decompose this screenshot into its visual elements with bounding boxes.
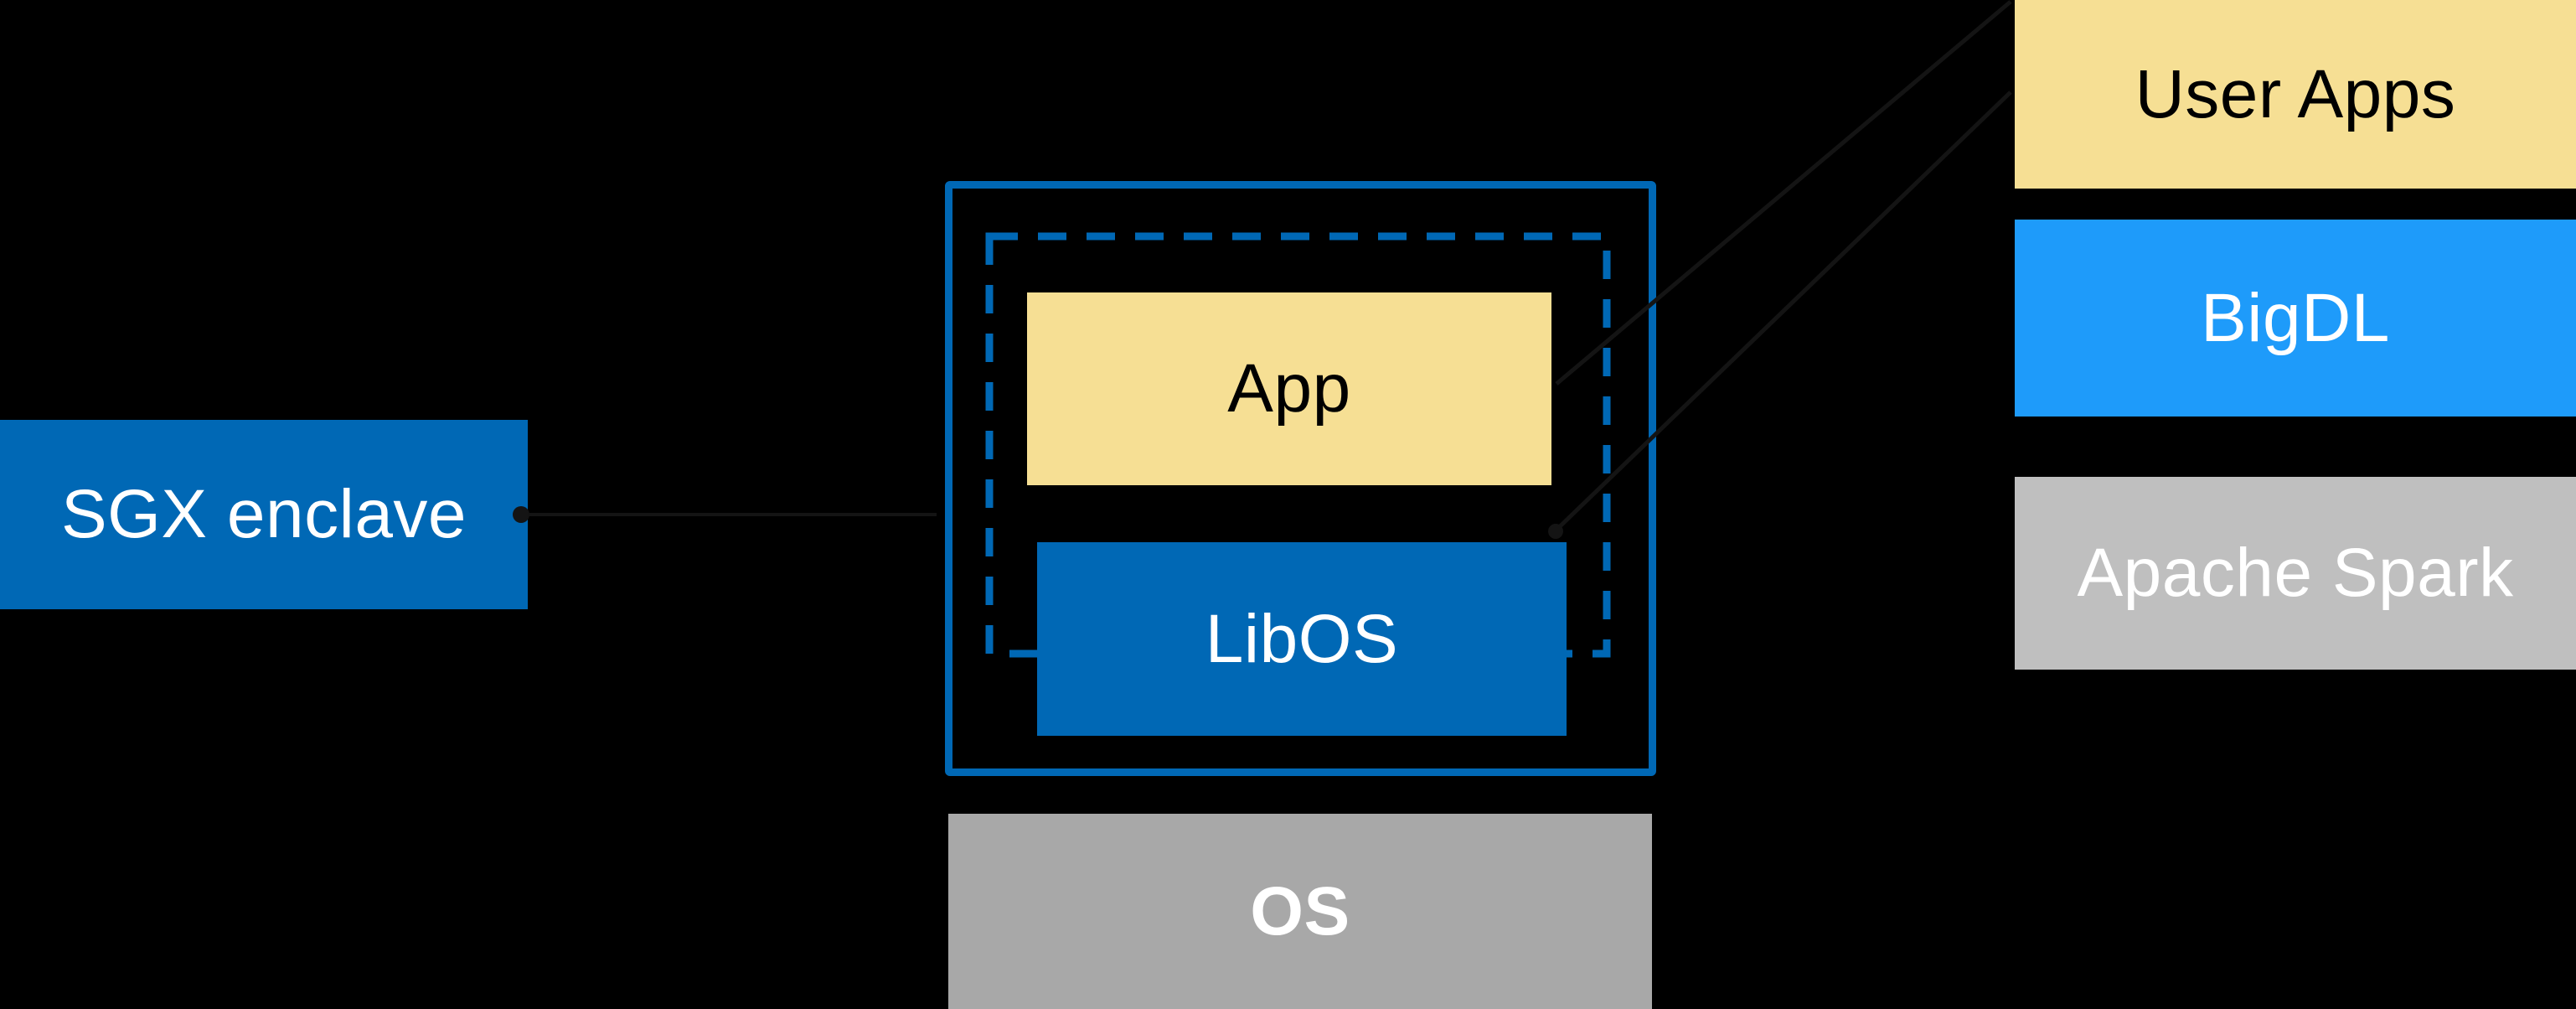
app-box: App [1027, 292, 1551, 485]
os-box: OS [948, 814, 1652, 1009]
bigdl-label: BigDL [2201, 279, 2390, 356]
libos-label: LibOS [1205, 600, 1399, 677]
apache-spark-box: Apache Spark [2015, 477, 2576, 670]
user-apps-label: User Apps [2135, 55, 2456, 132]
bigdl-box: BigDL [2015, 220, 2576, 417]
libos-box: LibOS [1037, 542, 1567, 736]
os-label: OS [1250, 872, 1350, 949]
sgx-enclave-label: SGX enclave [60, 476, 467, 552]
apache-spark-label: Apache Spark [2077, 535, 2514, 611]
user-apps-box: User Apps [2015, 0, 2576, 189]
sgx-enclave-box: SGX enclave [0, 420, 528, 609]
app-label: App [1227, 350, 1351, 427]
